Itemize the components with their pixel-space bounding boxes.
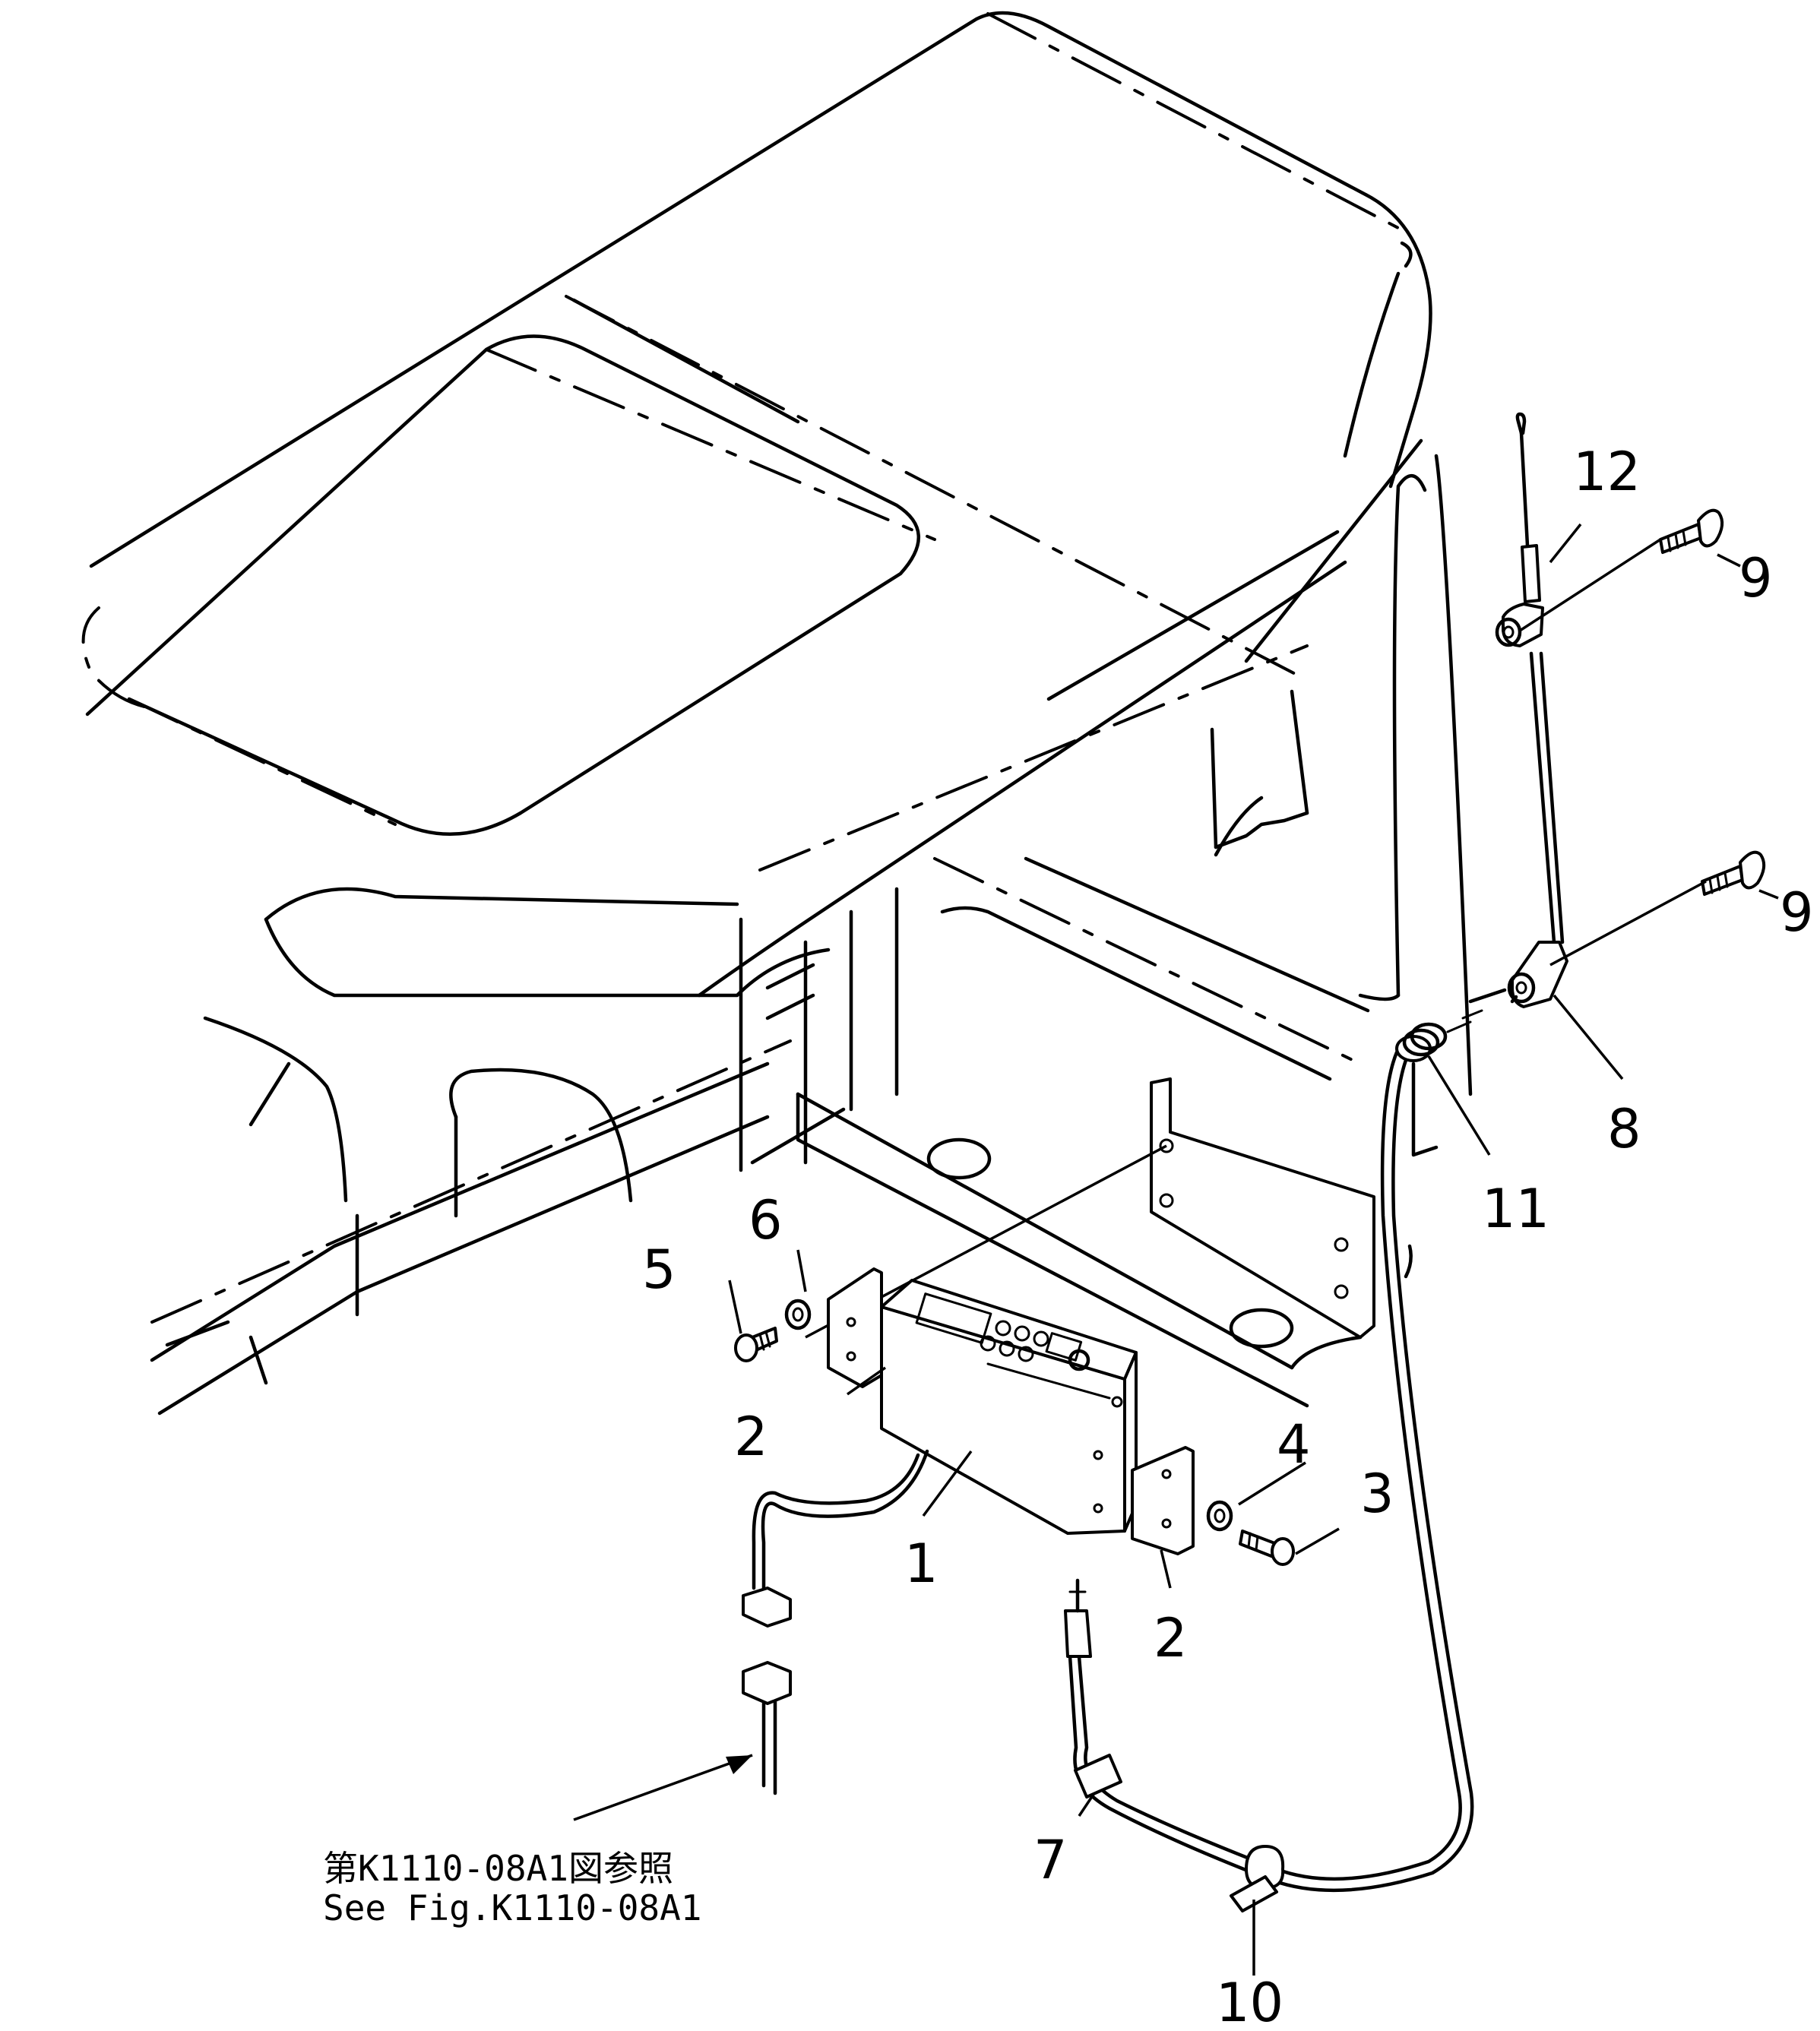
bolt-5 — [734, 1327, 778, 1362]
callout-labels: 1 2 2 3 4 5 6 7 8 9 9 10 11 12 — [642, 441, 1814, 2031]
callout-1: 1 — [904, 1533, 938, 1595]
callout-9-upper: 9 — [1739, 547, 1773, 609]
callout-11: 11 — [1482, 1178, 1549, 1240]
callout-7: 7 — [1033, 1829, 1068, 1891]
callout-9-lower: 9 — [1780, 881, 1814, 944]
antenna-cable — [1064, 1050, 1474, 1912]
callout-2-left: 2 — [734, 1406, 768, 1468]
reference-note-english: See Fig.K1110-08A1 — [323, 1887, 702, 1928]
callout-12: 12 — [1573, 441, 1641, 503]
radio-cable — [573, 1449, 929, 1821]
callout-5: 5 — [642, 1239, 676, 1301]
reference-note-japanese: 第K1110-08A1図参照 — [323, 1848, 673, 1889]
antenna-base-8 — [1468, 941, 1568, 1008]
radio-unit — [880, 1279, 1138, 1535]
cab-roof — [81, 11, 1432, 998]
reference-note: 第K1110-08A1図参照 See Fig.K1110-08A1 — [323, 1848, 702, 1928]
screw-9-upper — [1659, 508, 1724, 554]
screw-9-lower — [1701, 850, 1766, 896]
bolt-3 — [1239, 1530, 1295, 1566]
callout-8: 8 — [1607, 1098, 1641, 1160]
leader-lines — [728, 523, 1779, 1976]
cab-body — [150, 454, 1473, 1416]
callout-2-right: 2 — [1154, 1607, 1188, 1669]
bracket-right — [1131, 1446, 1195, 1555]
callout-4: 4 — [1277, 1413, 1311, 1476]
callout-10: 10 — [1216, 1972, 1283, 2031]
callout-6: 6 — [749, 1189, 783, 1251]
callout-3: 3 — [1360, 1463, 1394, 1525]
washer-4 — [1206, 1500, 1233, 1532]
washer-6 — [784, 1299, 812, 1330]
bracket-left — [827, 1267, 883, 1388]
antenna-mast — [1495, 412, 1565, 944]
grommet-11 — [1395, 1009, 1483, 1062]
